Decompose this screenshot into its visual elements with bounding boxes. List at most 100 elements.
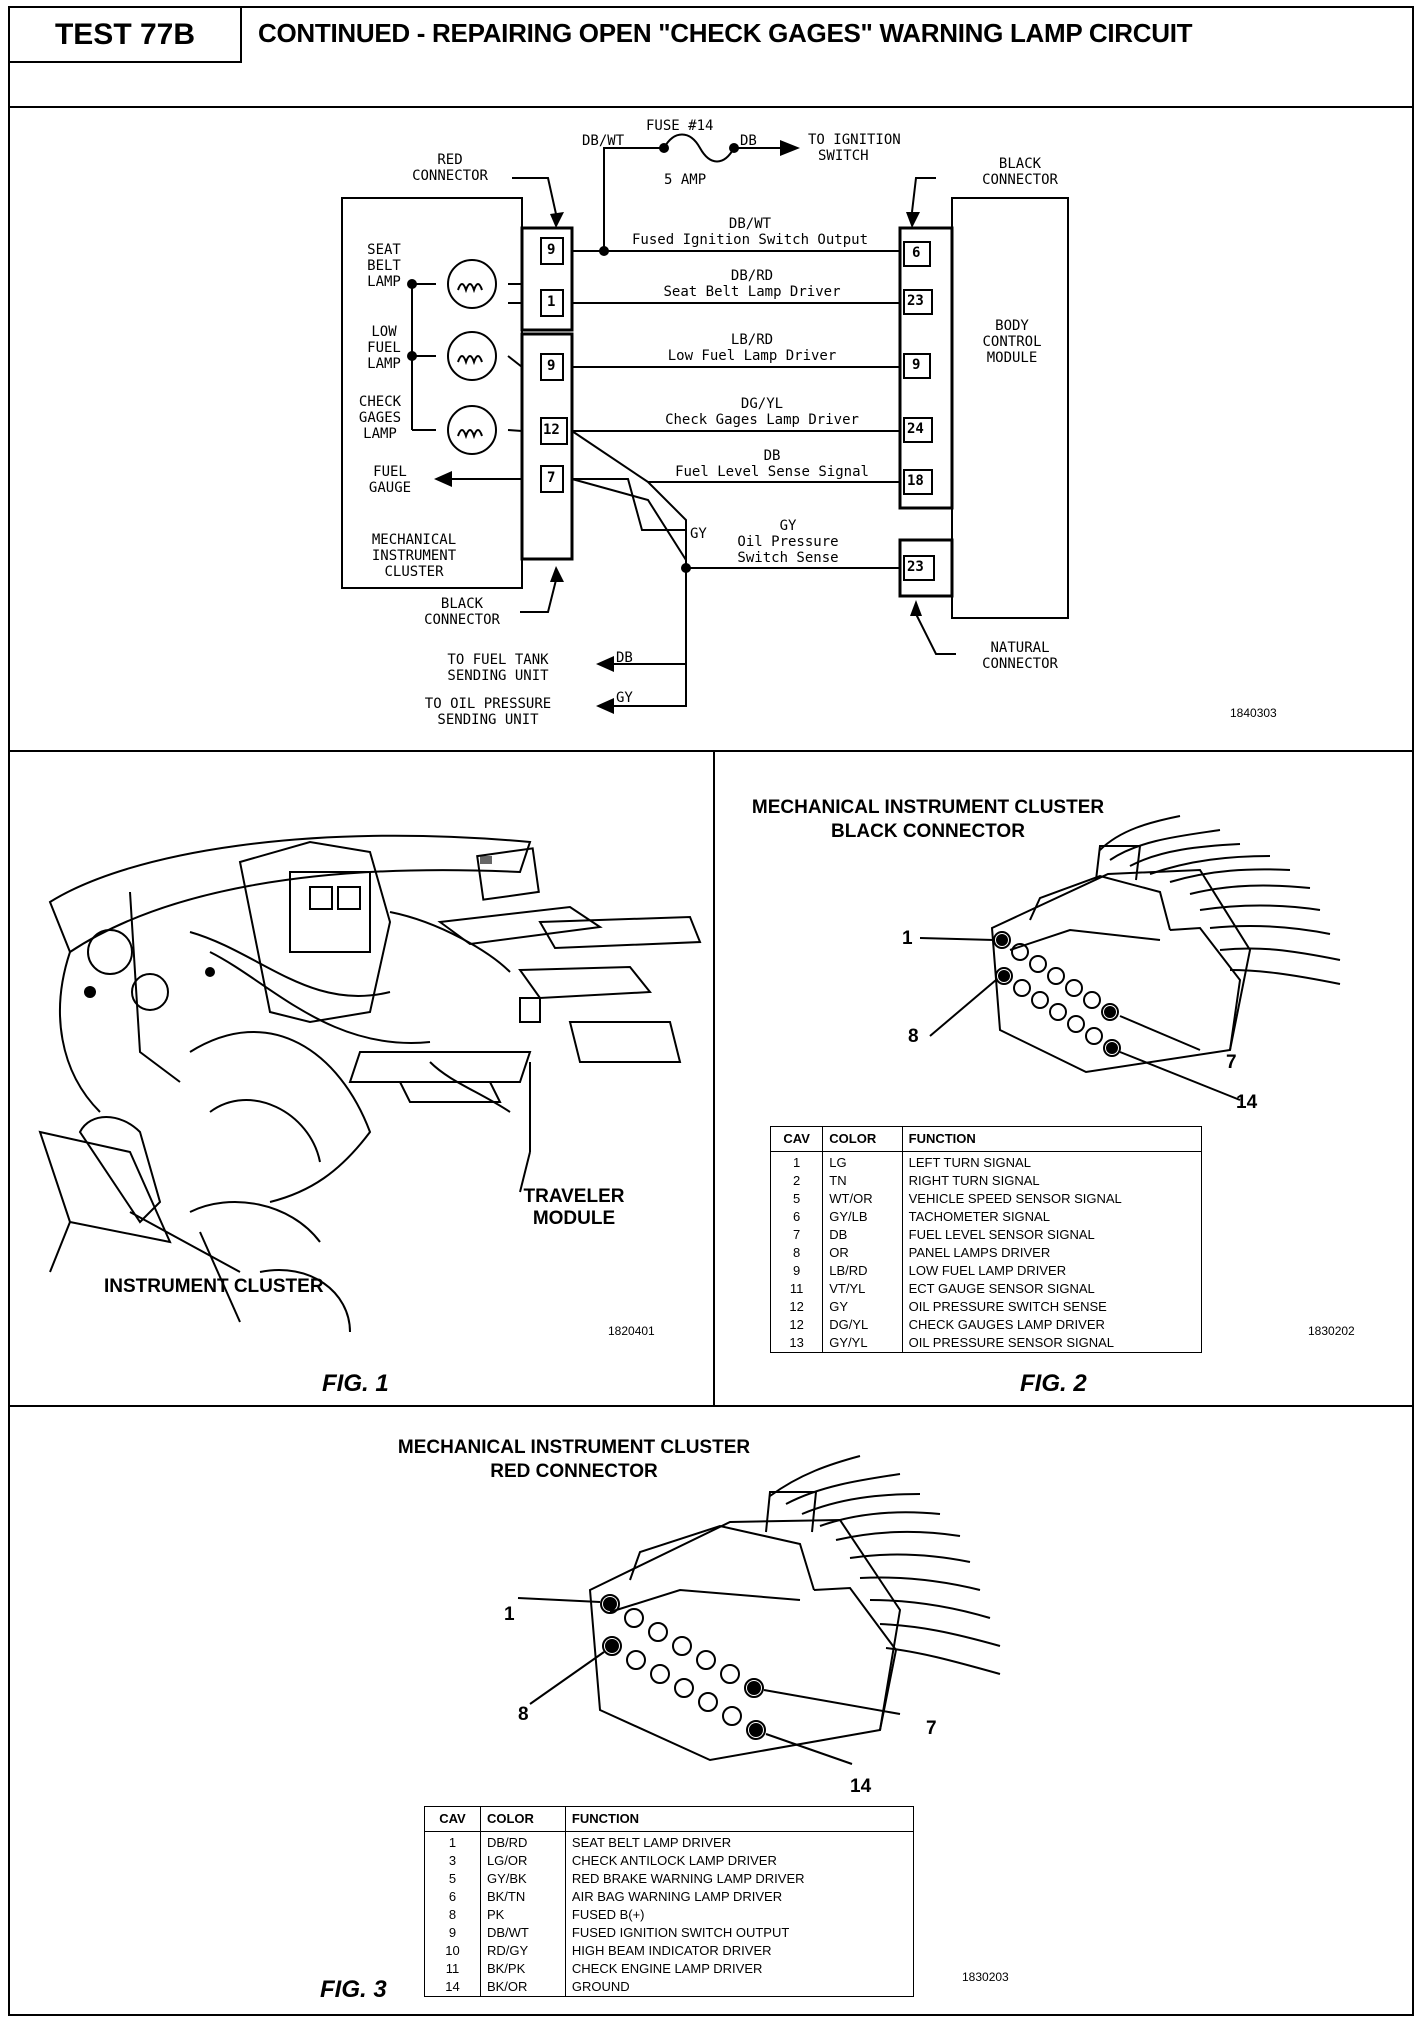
to-oil-pressure-2: SENDING UNIT [437, 712, 539, 728]
lamp-symbol [447, 405, 497, 455]
fig3-callout-8: 8 [518, 1704, 529, 1725]
fig-divider [10, 1405, 1412, 1407]
fig2-callout-8: 8 [908, 1026, 919, 1047]
right-pin: 6 [912, 245, 921, 261]
wire-name: Low Fuel Lamp Driver [667, 348, 837, 364]
left-pin: 9 [547, 358, 556, 374]
cav-cell: 1 [770, 1151, 824, 1172]
bcm-label-3: MODULE [986, 350, 1038, 366]
cav-cell: 9 [424, 1924, 481, 1942]
cav-cell: 3 [424, 1852, 481, 1870]
traveler-module-line-2: MODULE [532, 1208, 616, 1229]
fig3-callout-7: 7 [926, 1718, 937, 1739]
to-fuel-tank-2: SENDING UNIT [447, 668, 549, 684]
function-cell: FUSED IGNITION SWITCH OUTPUT [571, 1925, 790, 1940]
cluster-label-1: MECHANICAL [371, 532, 457, 548]
pin-box [903, 353, 931, 379]
color-cell: TN [822, 1172, 903, 1190]
fig3-callout-14: 14 [850, 1776, 872, 1797]
fuse-in-wire: DB/WT [582, 133, 625, 149]
col-function: FUNCTION [565, 1806, 914, 1832]
wire-name: Fuel Level Sense Signal [675, 464, 869, 480]
cav-cell: 6 [770, 1208, 824, 1226]
schematic-code: 1840303 [1230, 706, 1277, 720]
fig3-label: FIG. 3 [320, 1976, 387, 2003]
left-pin: 9 [547, 242, 556, 258]
lamp-label-gages-3: LAMP [363, 426, 397, 442]
page-frame [8, 6, 1414, 2016]
function-cell: GROUND [571, 1979, 630, 1994]
gy-label: GY [690, 526, 707, 542]
lamp-label-gages-1: CHECK [358, 394, 402, 410]
dashboard-illustration [38, 834, 702, 1333]
color-cell: OR [822, 1244, 903, 1262]
pin-box [540, 417, 568, 445]
function-cell: OIL PRESSURE SWITCH SENSE [908, 1299, 1107, 1314]
black-connector-box [520, 332, 574, 561]
cav-cell: 1 [424, 1831, 481, 1852]
page-title: CONTINUED - REPAIRING OPEN "CHECK GAGES"… [258, 18, 1193, 48]
wiring-schematic [341, 133, 1069, 714]
cav-cell: 11 [424, 1960, 481, 1978]
natural-connector-2: CONNECTOR [982, 656, 1058, 672]
color-cell: DG/YL [822, 1316, 903, 1334]
lamp-label-seat-3: LAMP [367, 274, 401, 290]
cav-cell: 12 [770, 1316, 824, 1334]
cav-cell: 9 [770, 1262, 824, 1280]
wire-color: GY [779, 518, 797, 534]
pin-box [540, 237, 564, 265]
black-connector-top-1: BLACK [998, 156, 1042, 172]
cav-cell: 13 [770, 1334, 824, 1353]
black-connector-bottom-2: CONNECTOR [424, 612, 500, 628]
wire-color: DB [763, 448, 781, 464]
color-cell: LG/OR [480, 1852, 566, 1870]
function-cell: HIGH BEAM INDICATOR DRIVER [571, 1943, 772, 1958]
to-oil-pressure-1: TO OIL PRESSURE [424, 696, 552, 712]
cav-cell: 5 [770, 1190, 824, 1208]
fig2-title: MECHANICAL INSTRUMENT CLUSTER BLACK CONN… [752, 796, 1104, 844]
left-pin: 12 [543, 422, 560, 438]
cav-cell: 11 [770, 1280, 824, 1298]
function-cell: RED BRAKE WARNING LAMP DRIVER [571, 1871, 805, 1886]
function-cell: CHECK ENGINE LAMP DRIVER [571, 1961, 763, 1976]
fig2-callout-1: 1 [902, 928, 913, 949]
bcm-body [951, 197, 1069, 619]
wire-color: DG/YL [740, 396, 784, 412]
color-cell: BK/TN [480, 1888, 566, 1906]
color-cell: BK/OR [480, 1978, 566, 1997]
function-cell: FUSED B(+) [571, 1907, 645, 1922]
black-connector-drawing [919, 815, 1341, 1101]
schematic-divider [10, 750, 1412, 752]
right-pin: 24 [907, 421, 924, 437]
right-pin: 23 [907, 293, 924, 309]
cav-cell: 10 [424, 1942, 481, 1960]
col-color: COLOR [480, 1806, 566, 1832]
red-connector-label-2: CONNECTOR [412, 168, 488, 184]
lamp-symbol [447, 259, 497, 309]
function-cell: PANEL LAMPS DRIVER [908, 1245, 1051, 1260]
fig3-title: MECHANICAL INSTRUMENT CLUSTER RED CONNEC… [398, 1436, 750, 1484]
wire-color: DB/WT [728, 216, 772, 232]
fuse-out-wire: DB [740, 133, 757, 149]
lamp-label-fuel-2: FUEL [367, 340, 401, 356]
lamp-label-gages-2: GAGES [358, 410, 402, 426]
color-cell: LB/RD [822, 1262, 903, 1280]
test-id-box: TEST 77B [10, 8, 242, 63]
right-pin: 23 [907, 559, 924, 575]
lamp-label-seat-2: BELT [367, 258, 401, 274]
cav-cell: 5 [424, 1870, 481, 1888]
function-cell: VEHICLE SPEED SENSOR SIGNAL [908, 1191, 1122, 1206]
color-cell: GY/YL [822, 1334, 903, 1353]
fuel-gauge-2: GAUGE [368, 480, 412, 496]
function-cell: ECT GAUGE SENSOR SIGNAL [908, 1281, 1095, 1296]
pin-box [903, 555, 935, 581]
